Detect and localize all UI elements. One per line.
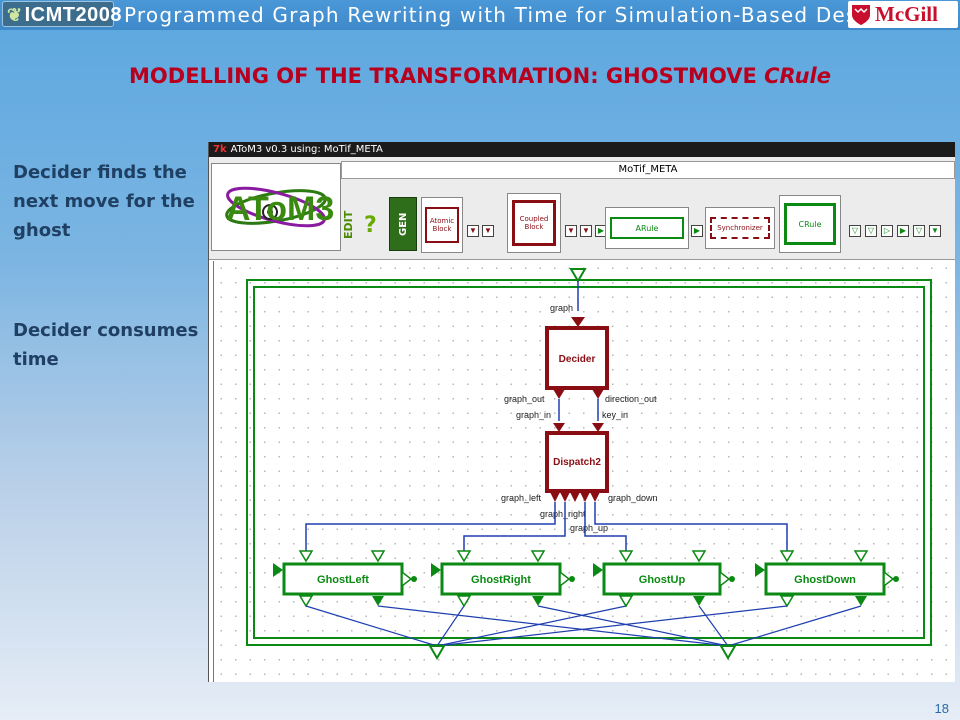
port-label-graph-up: graph_up <box>570 523 608 533</box>
dispatch-out-port-2[interactable] <box>560 492 570 502</box>
crule-port-6-icon[interactable]: ▼ <box>929 225 941 237</box>
atomic-block-label: Atomic Block <box>425 207 459 243</box>
ghost-right-label: GhostRight <box>471 574 531 586</box>
conference-logo: ❦ICMT2008 <box>2 1 121 27</box>
crule-outer-frame <box>246 279 932 646</box>
gen-code-button[interactable]: GEN CODE <box>389 197 437 251</box>
decider-direction-out-port[interactable] <box>592 389 604 399</box>
crule-port-1-icon[interactable]: ▽ <box>849 225 861 237</box>
ghost-up-rule[interactable]: GhostUp <box>593 550 735 608</box>
crule-port-3-icon[interactable]: ▷ <box>881 225 893 237</box>
crule-label: CRule <box>784 203 836 245</box>
coupled-port-in-icon[interactable]: ▼ <box>565 225 577 237</box>
port-label-key-in: key_in <box>602 410 628 420</box>
ghost-right-rule[interactable]: GhostRight <box>431 550 575 608</box>
crule-input-port[interactable] <box>569 268 587 283</box>
coupled-block-label: Coupled Block <box>512 200 556 246</box>
app-icon: 7k <box>213 144 227 155</box>
dispatch-block[interactable] <box>545 431 609 493</box>
slide-title-main: MODELLING OF THE TRANSFORMATION: GHOSTMO… <box>129 64 765 88</box>
port-label-graph-in: graph_in <box>516 410 551 420</box>
model-canvas[interactable]: graph Decider graph_out direction_out gr… <box>213 261 955 682</box>
dispatch-out-port-1[interactable] <box>550 492 560 502</box>
rule-output-links <box>305 605 862 647</box>
decider-label: Decider <box>559 354 596 365</box>
port-label-direction-out: direction_out <box>605 394 657 404</box>
atomic-block-button[interactable]: Atomic Block <box>421 197 463 253</box>
crule-port-4-icon[interactable]: ▶ <box>897 225 909 237</box>
synchronizer-label: Synchronizer <box>710 217 770 239</box>
side-text-decider-time: Decider consumes time <box>13 320 199 370</box>
ghost-down-rule[interactable]: GhostDown <box>755 550 899 608</box>
meta-model-name: MoTif_META <box>341 161 955 179</box>
conference-logo-text: ICMT2008 <box>24 4 122 26</box>
crule-port-5-icon[interactable]: ▽ <box>913 225 925 237</box>
dispatch-key-in-port[interactable] <box>592 423 604 432</box>
top-banner: ❦ICMT2008 Programmed Graph Rewriting wit… <box>0 0 960 30</box>
page-number: 18 <box>934 701 949 716</box>
decider-graph-out-port[interactable] <box>553 389 565 399</box>
edit-button[interactable]: EDIT <box>342 210 355 240</box>
crule-button[interactable]: CRule <box>779 195 841 253</box>
ghost-up-label: GhostUp <box>639 574 686 586</box>
port-label-graph-out: graph_out <box>504 394 545 404</box>
arule-port-icon[interactable]: ▶ <box>691 225 703 237</box>
port-label-graph-left: graph_left <box>501 493 542 503</box>
port-label-graph: graph <box>550 303 573 313</box>
crule-inner-frame <box>253 286 925 639</box>
university-logo: McGill <box>848 1 958 28</box>
atom3-logo-graphic: AToM3 <box>225 186 334 228</box>
atom3-logo-text: AToM3 <box>226 190 334 228</box>
crule-output-port-right[interactable] <box>719 645 737 660</box>
dispatch-out-port-4[interactable] <box>580 492 590 502</box>
shield-icon <box>852 4 870 25</box>
port-label-graph-right: graph_right <box>540 509 586 519</box>
arule-button[interactable]: ARule <box>605 207 689 249</box>
dispatch-label: Dispatch2 <box>553 457 601 468</box>
coupled-port-out-icon[interactable]: ▼ <box>580 225 592 237</box>
ghost-down-label: GhostDown <box>794 574 856 586</box>
university-logo-text: McGill <box>875 2 938 26</box>
arule-label: ARule <box>610 217 684 239</box>
dispatch-out-port-3[interactable] <box>570 492 580 502</box>
dispatch-graph-in-port[interactable] <box>553 423 565 432</box>
help-button[interactable]: ? <box>364 213 377 238</box>
crule-port-2-icon[interactable]: ▽ <box>865 225 877 237</box>
atomic-port-out-icon[interactable]: ▼ <box>482 225 494 237</box>
slide-title-italic: CRule <box>764 64 831 88</box>
window-title: AToM3 v0.3 using: MoTif_META <box>230 144 383 155</box>
slide-title: MODELLING OF THE TRANSFORMATION: GHOSTMO… <box>0 64 960 88</box>
coupled-block-button[interactable]: Coupled Block <box>507 193 561 253</box>
atomic-port-in-icon[interactable]: ▼ <box>467 225 479 237</box>
dispatch-output-links <box>305 502 788 551</box>
transformation-diagram: graph Decider graph_out direction_out gr… <box>246 268 932 660</box>
arule-link-icon[interactable]: ▶ <box>595 225 607 237</box>
banner-title: Programmed Graph Rewriting with Time for… <box>124 3 893 27</box>
synchronizer-button[interactable]: Synchronizer <box>705 207 775 249</box>
dispatch-out-port-5[interactable] <box>590 492 600 502</box>
swirl-icon: ❦ <box>7 5 23 25</box>
side-text-decider-finds: Decider finds the next move for the ghos… <box>13 162 195 241</box>
atom3-logo: AToM3 <box>211 163 341 251</box>
crule-output-port-left[interactable] <box>428 645 446 660</box>
toolbar: AToM3 MoTif_META EDIT ? GEN CODE Atomic … <box>209 157 955 260</box>
decider-block[interactable] <box>545 326 609 390</box>
ghost-left-label: GhostLeft <box>317 574 369 586</box>
decider-input-port[interactable] <box>571 317 585 327</box>
ghost-left-rule[interactable]: GhostLeft <box>273 550 417 608</box>
port-label-graph-down: graph_down <box>608 493 658 503</box>
